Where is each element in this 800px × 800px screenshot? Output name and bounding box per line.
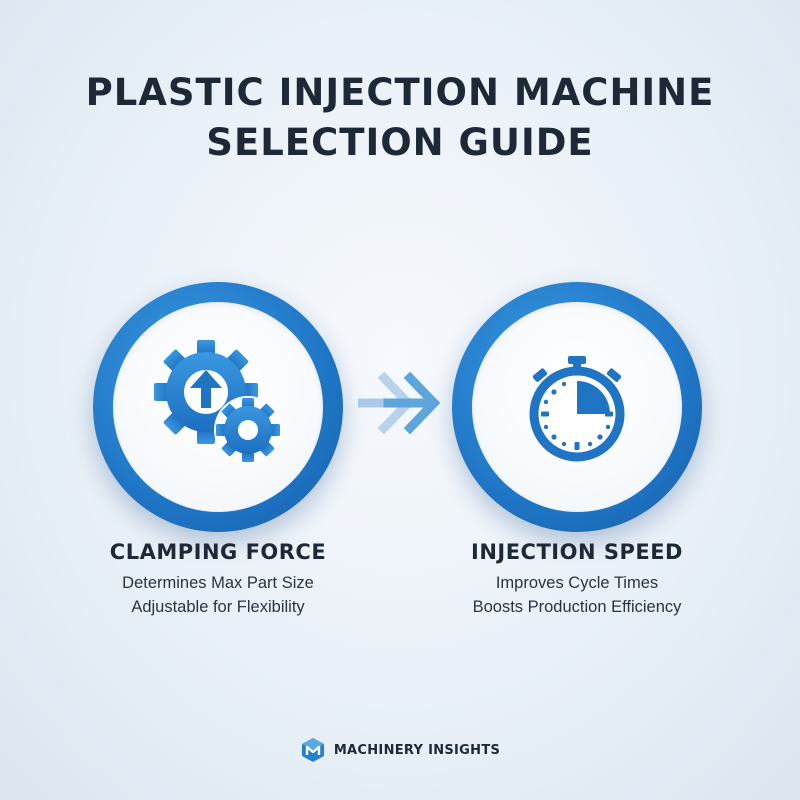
machinery-insights-logo-icon bbox=[301, 738, 324, 762]
title-line-2: SELECTION GUIDE bbox=[206, 121, 594, 164]
brand-footer: MACHINERY INSIGHTS bbox=[0, 735, 800, 765]
double-chevron-right-icon bbox=[358, 371, 441, 435]
stopwatch-icon bbox=[529, 356, 625, 462]
clamping-force-title: CLAMPING FORCE bbox=[109, 540, 327, 564]
gears-with-up-arrow-icon bbox=[154, 340, 282, 464]
injection-speed-line-2: Boosts Production Efficiency bbox=[472, 598, 682, 616]
clamping-force-badge bbox=[93, 282, 343, 532]
clamping-force-line-2: Adjustable for Flexibility bbox=[131, 598, 305, 616]
injection-speed-title: INJECTION SPEED bbox=[471, 540, 683, 564]
clamping-force-line-1: Determines Max Part Size bbox=[122, 574, 314, 592]
title-line-1: PLASTIC INJECTION MACHINE bbox=[85, 71, 715, 114]
brand-name: MACHINERY INSIGHTS bbox=[333, 742, 501, 758]
injection-speed-badge bbox=[452, 282, 702, 532]
injection-speed-line-1: Improves Cycle Times bbox=[495, 574, 659, 592]
page-title: PLASTIC INJECTION MACHINE SELECTION GUID… bbox=[0, 68, 800, 168]
